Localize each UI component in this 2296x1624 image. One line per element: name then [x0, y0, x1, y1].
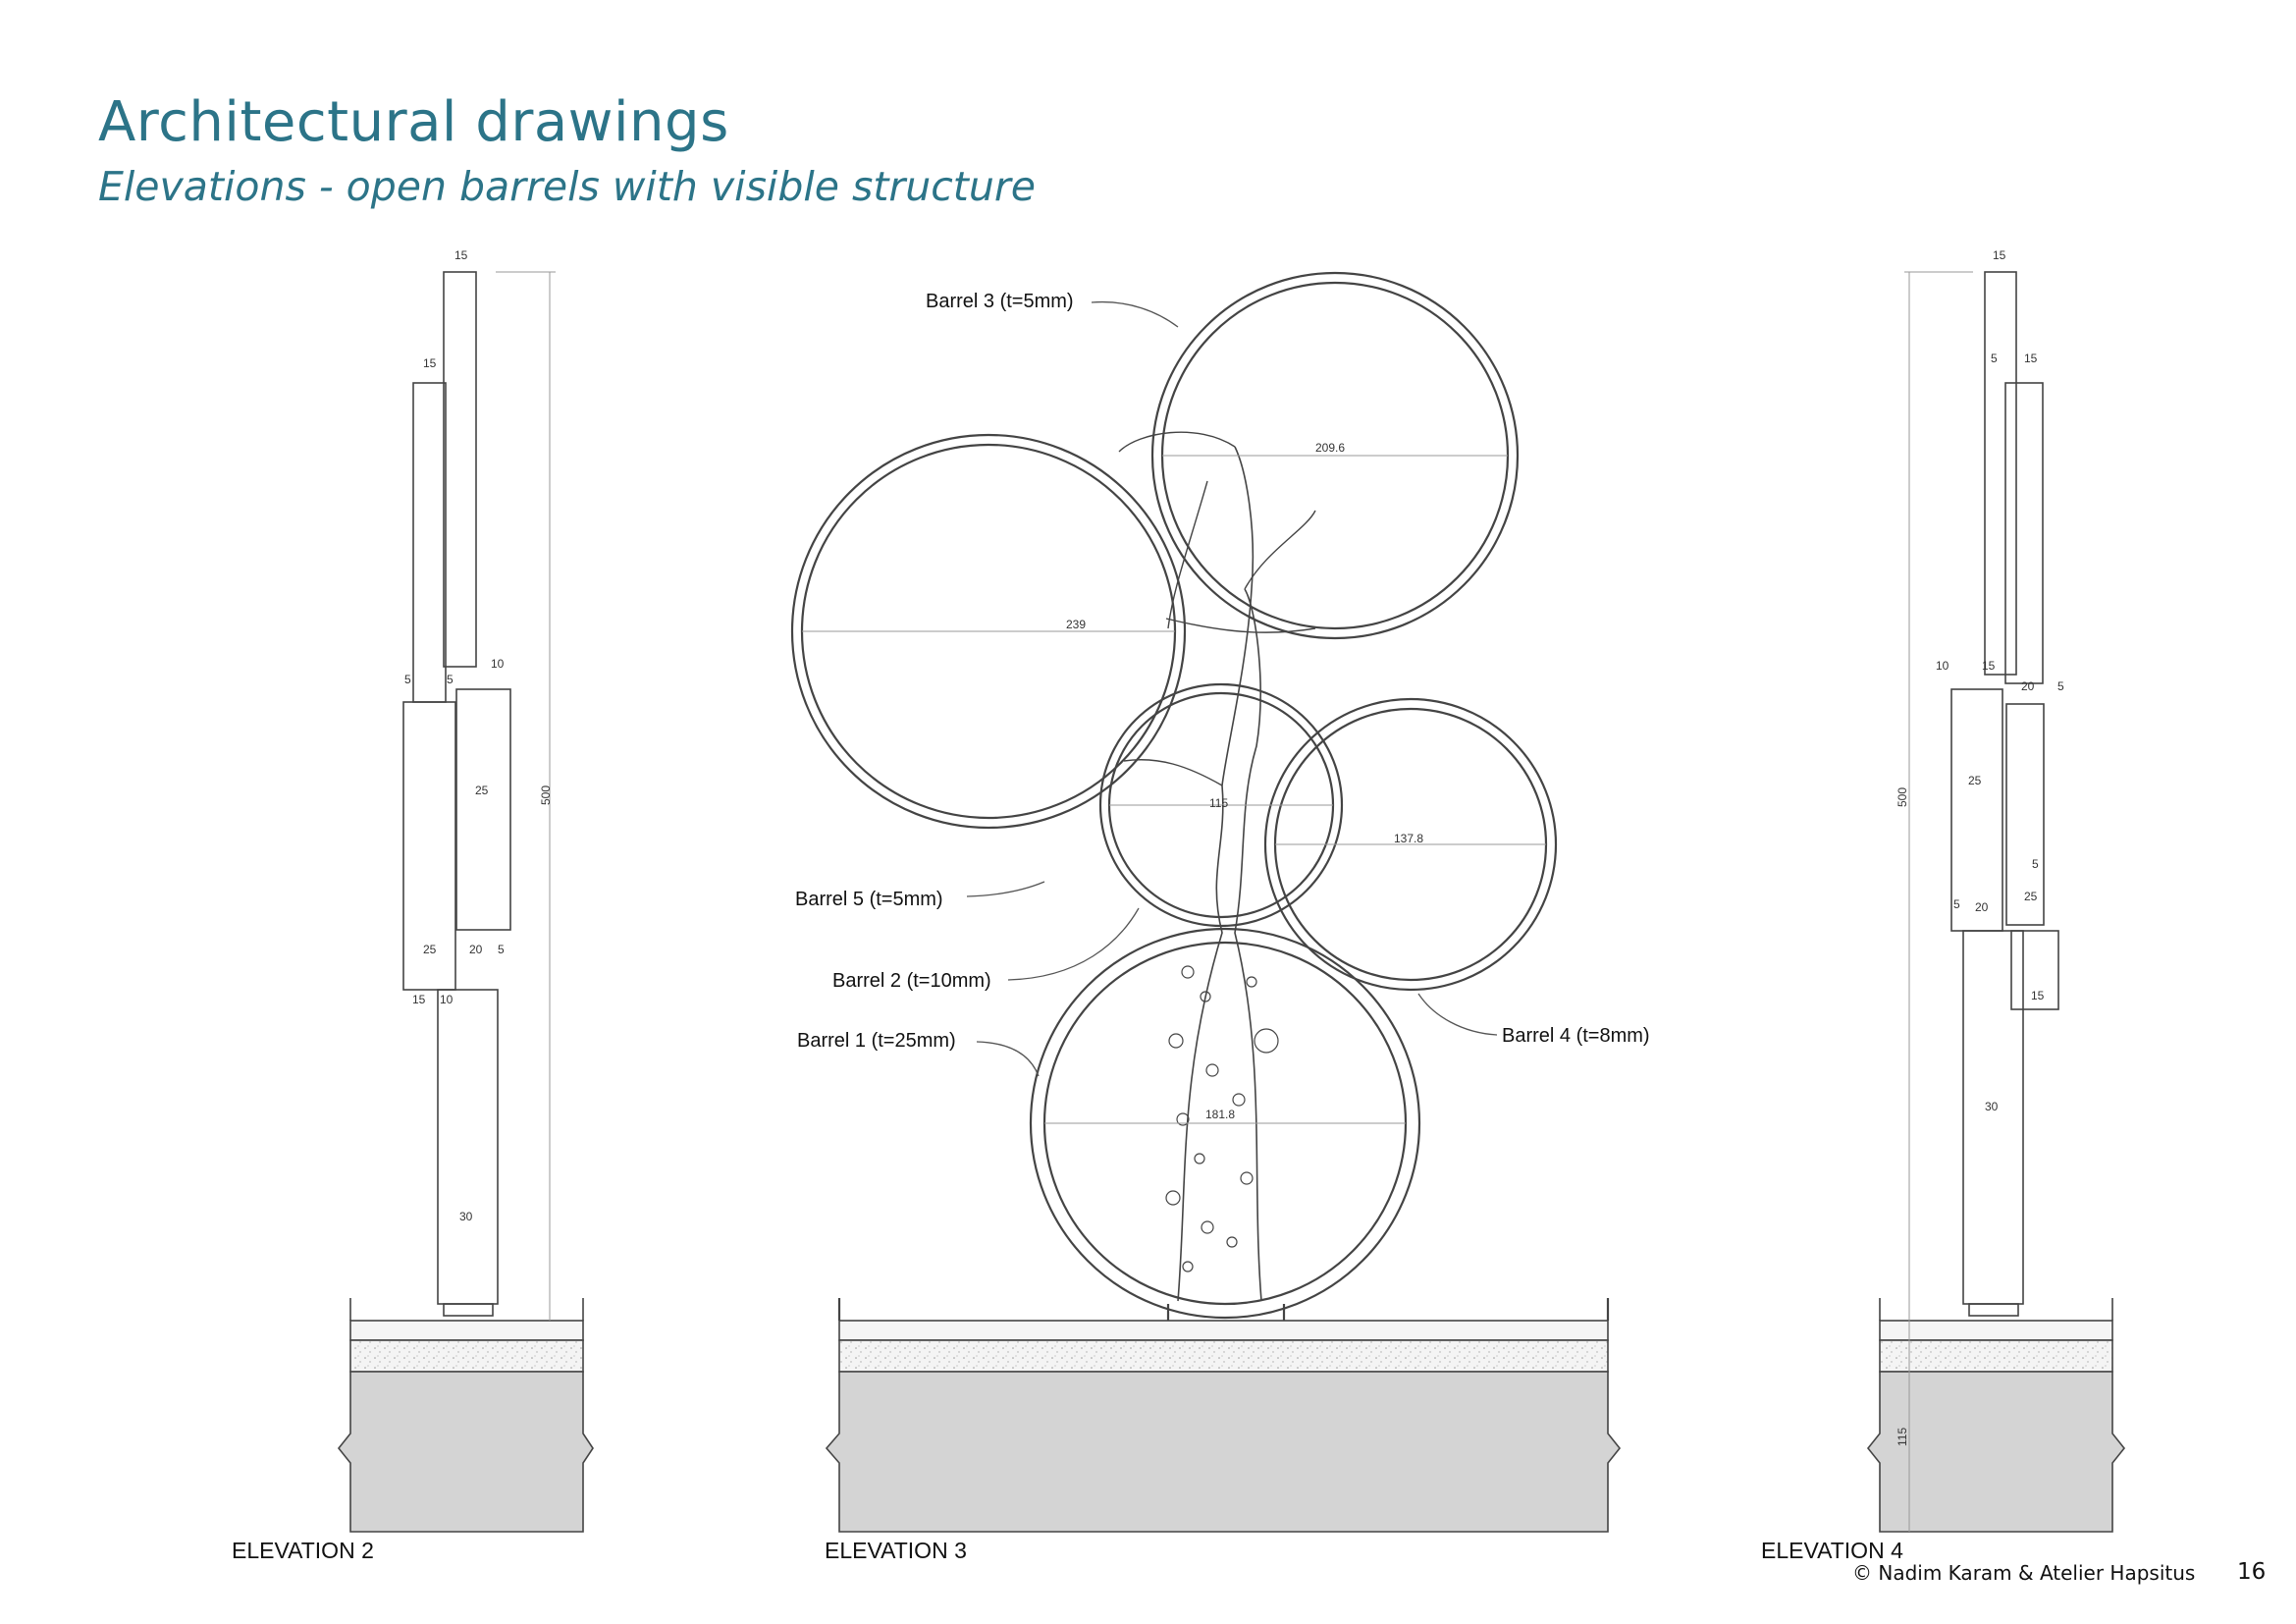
- svg-text:20: 20: [1975, 900, 1989, 914]
- barrel-2-label: Barrel 2 (t=10mm): [832, 970, 991, 992]
- elevation-4-dims: 15 5 15 10 15 20 5 25 5 25 5 20 15 30 50…: [1896, 248, 2064, 1446]
- svg-text:10: 10: [491, 657, 505, 671]
- svg-text:5: 5: [1991, 352, 1998, 365]
- barrel-1-diameter: 181.8: [1205, 1108, 1235, 1121]
- barrel-3-label: Barrel 3 (t=5mm): [926, 291, 1074, 312]
- barrel-diameter-lines: [802, 455, 1546, 1124]
- svg-text:15: 15: [1982, 659, 1996, 673]
- svg-text:10: 10: [1936, 659, 1949, 673]
- svg-text:25: 25: [475, 784, 489, 797]
- elevation-4-drawing: [1866, 271, 2126, 1533]
- elevation-2-dims: 15 15 5 5 10 25 25 20 5 15 10 30 500: [404, 248, 553, 1223]
- svg-text:15: 15: [454, 248, 468, 262]
- barrel-4-label: Barrel 4 (t=8mm): [1502, 1025, 1650, 1047]
- svg-text:25: 25: [423, 943, 437, 956]
- barrel-callout-leaders: [966, 300, 1498, 1077]
- barrel-4-diameter: 137.8: [1394, 832, 1423, 845]
- page-subtitle: Elevations - open barrels with visible s…: [98, 163, 1036, 210]
- barrel-diameter-labels: 209.6 239 115 137.8 181.8: [1066, 441, 1423, 1121]
- svg-text:25: 25: [1968, 774, 1982, 787]
- svg-text:5: 5: [498, 943, 505, 956]
- elevation-2-drawing: [337, 271, 594, 1533]
- elevation-2-label: ELEVATION 2: [232, 1538, 374, 1563]
- barrel-3-diameter: 209.6: [1315, 441, 1345, 455]
- barrel-5-label: Barrel 5 (t=5mm): [795, 889, 943, 910]
- elevation-4-label: ELEVATION 4: [1761, 1538, 1903, 1563]
- barrel-2-diameter: 115: [1209, 796, 1228, 810]
- svg-text:15: 15: [412, 993, 426, 1006]
- svg-text:10: 10: [440, 993, 454, 1006]
- svg-text:15: 15: [2024, 352, 2038, 365]
- svg-text:30: 30: [459, 1210, 473, 1223]
- page-number: 16: [2237, 1559, 2267, 1585]
- svg-text:5: 5: [404, 673, 411, 686]
- svg-text:15: 15: [423, 356, 437, 370]
- elevation-3-label: ELEVATION 3: [825, 1538, 967, 1563]
- svg-text:5: 5: [1953, 897, 1960, 911]
- barrel-5-diameter: 239: [1066, 618, 1086, 631]
- barrel-1-label: Barrel 1 (t=25mm): [797, 1030, 956, 1052]
- copyright-icon: ©: [1852, 1561, 1872, 1585]
- page-title: Architectural drawings: [98, 90, 729, 154]
- svg-text:500: 500: [539, 785, 553, 805]
- footer-credit: © Nadim Karam & Atelier Hapsitus: [1852, 1561, 2195, 1585]
- svg-text:5: 5: [447, 673, 454, 686]
- svg-text:5: 5: [2032, 857, 2039, 871]
- svg-text:15: 15: [1993, 248, 2006, 262]
- svg-text:500: 500: [1896, 787, 1909, 807]
- elevation-3-drawing: [790, 271, 1622, 1533]
- svg-text:20: 20: [469, 943, 483, 956]
- svg-text:25: 25: [2024, 890, 2038, 903]
- svg-text:115: 115: [1896, 1428, 1909, 1446]
- svg-text:20: 20: [2021, 679, 2035, 693]
- credit-text: Nadim Karam & Atelier Hapsitus: [1878, 1561, 2196, 1585]
- svg-text:15: 15: [2031, 989, 2045, 1002]
- svg-text:30: 30: [1985, 1100, 1999, 1113]
- barrel-callouts: Barrel 3 (t=5mm) Barrel 5 (t=5mm) Barrel…: [795, 291, 1650, 1052]
- svg-text:5: 5: [2057, 679, 2064, 693]
